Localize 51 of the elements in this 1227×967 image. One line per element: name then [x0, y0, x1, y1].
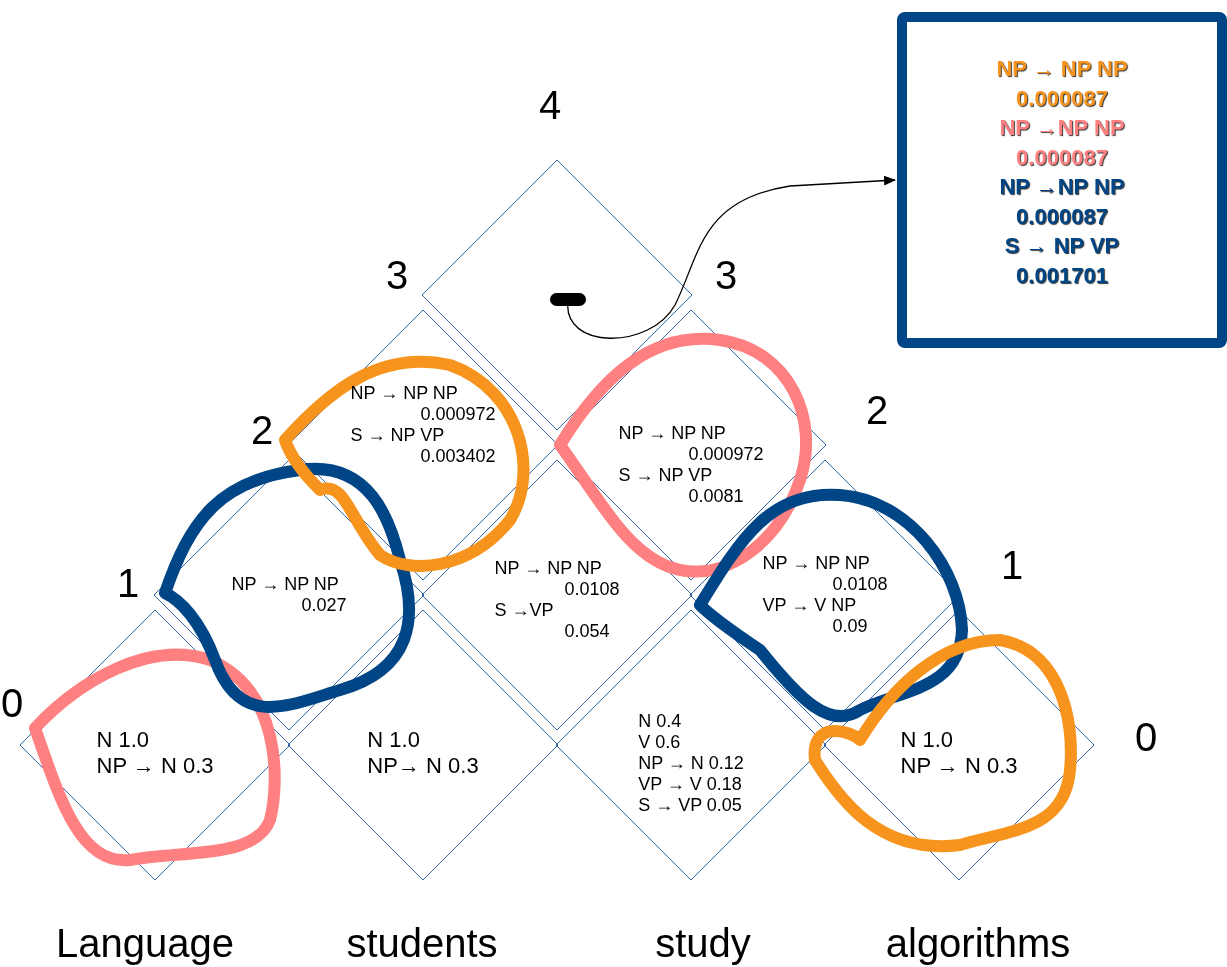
- rule-text: S → VP 0.05: [638, 794, 742, 816]
- rule-text: NP → N 0.12: [638, 752, 744, 774]
- rule-text: NP → NP NP: [231, 574, 339, 595]
- chart-cell: [556, 610, 826, 880]
- rule-text: VP → V 0.18: [638, 773, 742, 795]
- rule-text: NP → NP NP: [762, 553, 870, 574]
- word-label: students: [346, 920, 498, 966]
- rule-text: NP →NP NP 0.000087: [998, 173, 1126, 231]
- rule-text: NP→ N 0.3: [367, 753, 479, 779]
- rule-text: N 0.4: [638, 710, 682, 732]
- rule-text: N 1.0: [367, 727, 420, 753]
- word-label: Language: [56, 920, 234, 966]
- row-number: 1: [1000, 542, 1024, 588]
- row-number: 1: [116, 560, 140, 606]
- probability-text: 0.0108: [563, 579, 620, 600]
- rule-text: S →VP: [494, 600, 554, 621]
- probability-text: 0.0081: [687, 486, 744, 507]
- probability-text: 0.054: [563, 621, 610, 642]
- rule-text: NP → NP NP: [350, 383, 458, 404]
- rule-text: V 0.6: [638, 731, 681, 753]
- word-label: algorithms: [885, 920, 1071, 966]
- rule-text: NP → NP NP: [618, 423, 726, 444]
- row-number: 3: [385, 252, 409, 298]
- row-number: 0: [1134, 714, 1158, 760]
- row-number: 4: [538, 82, 562, 128]
- rule-text: S → NP VP 0.001701: [1003, 232, 1121, 290]
- probability-text: 0.09: [831, 616, 868, 637]
- rule-text: N 1.0: [96, 727, 150, 753]
- row-number: 2: [250, 407, 274, 453]
- word-label: study: [655, 920, 751, 966]
- rule-text: NP → N 0.3: [96, 753, 214, 779]
- probability-text: 0.0108: [831, 574, 888, 595]
- result-box: [897, 12, 1227, 348]
- probability-text: 0.000972: [687, 444, 764, 465]
- row-number: 3: [714, 252, 738, 298]
- row-number: 0: [0, 680, 24, 726]
- probability-text: 0.003402: [419, 446, 496, 467]
- rule-text: NP → NP NP: [494, 558, 602, 579]
- chart-cell: [20, 610, 290, 880]
- curved-arrow: [567, 175, 896, 339]
- rule-text: S → NP VP: [350, 425, 445, 446]
- rule-text: NP → NP NP 0.000087: [995, 55, 1129, 113]
- row-number: 2: [865, 387, 889, 433]
- rule-text: NP →NP NP 0.000087: [998, 114, 1126, 172]
- probability-text: 0.027: [300, 595, 347, 616]
- probability-text: 0.000972: [419, 404, 496, 425]
- pointer-mark: [550, 293, 586, 306]
- rule-text: N 1.0: [900, 727, 954, 753]
- rule-text: VP → V NP: [762, 595, 857, 616]
- rule-text: NP → N 0.3: [900, 753, 1018, 779]
- rule-text: S → NP VP: [618, 465, 713, 486]
